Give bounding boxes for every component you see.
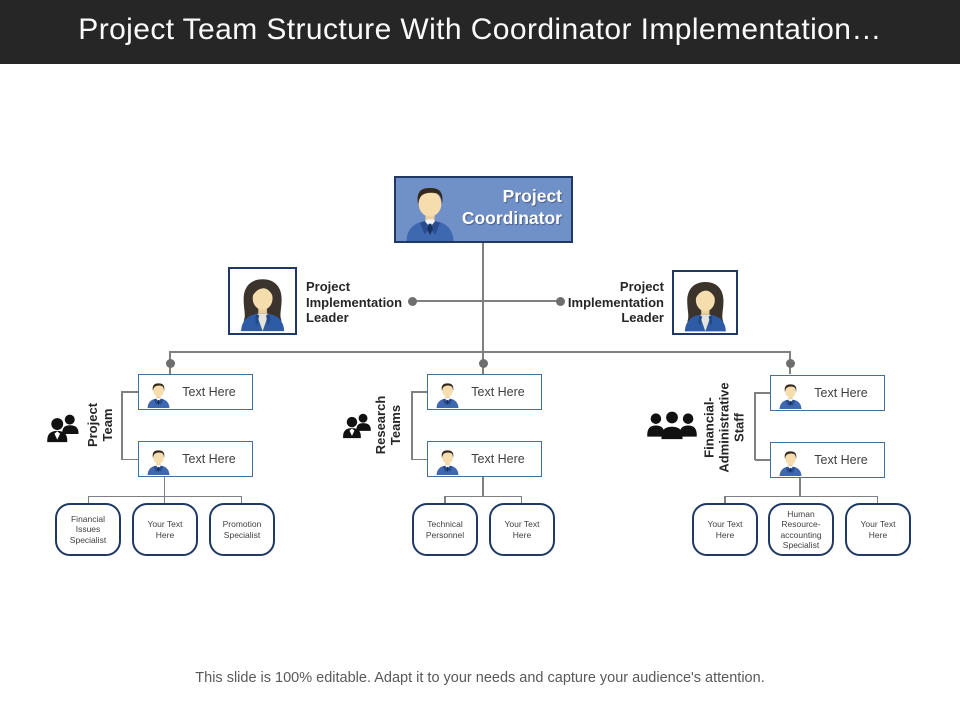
member-label: Text Here [814,453,868,467]
group-label-project-team: Project Team [85,402,115,448]
child-box: Human Resource-accounting Specialist [768,503,834,556]
member-box: Text Here [770,375,885,411]
connector-dot [785,358,795,368]
two-people-icon [342,411,373,442]
header-bar: Project Team Structure With Coordinator … [0,0,960,64]
child-box: Your Text Here [692,503,758,556]
member-label: Text Here [471,385,525,399]
two-people-icon [46,411,81,447]
connector-dot [555,296,565,306]
child-box: Technical Personnel [412,503,478,556]
coordinator-box: Project Coordinator [394,176,573,243]
connector-line [122,391,139,393]
connector-line [412,458,428,460]
member-box: Text Here [138,374,253,410]
female-avatar-icon [235,274,290,333]
connector-line [87,496,89,504]
member-label: Text Here [814,386,868,400]
member-box: Text Here [770,442,885,478]
leader-label-right: Project Implementation Leader [567,279,664,325]
footer-note: This slide is 100% editable. Adapt it to… [195,670,765,686]
connector-line [876,496,879,504]
member-label: Text Here [182,452,236,466]
male-avatar-icon [145,448,172,475]
male-avatar-icon [434,381,461,408]
male-avatar-icon [777,382,804,409]
connector-line [121,391,123,460]
connector-line [724,495,878,497]
connector-line [163,496,165,504]
connector-line [411,391,413,460]
member-box: Text Here [427,441,542,477]
child-box: Your Text Here [845,503,911,556]
connector-dot [478,358,488,368]
male-avatar-icon [401,183,459,241]
leader-label-left: Project Implementation Leader [306,279,403,325]
child-box: Your Text Here [132,503,198,556]
connector-line [755,459,771,461]
male-avatar-icon [434,448,461,475]
male-avatar-icon [777,449,804,476]
group-label-research-teams: Research Teams [373,395,403,455]
connector-line [163,477,165,497]
member-label: Text Here [182,385,236,399]
connector-dot [407,296,417,306]
leader-photo-right [672,270,738,335]
leader-photo-left [228,267,297,335]
connector-line [520,496,523,504]
connector-line [482,477,484,497]
connector-line [122,458,139,460]
connector-line [412,391,428,393]
connector-line [169,351,791,353]
three-people-icon [646,409,698,442]
member-box: Text Here [427,374,542,410]
connector-dot [165,358,175,368]
connector-line [724,496,726,504]
connector-line [799,477,801,497]
child-box: Your Text Here [489,503,555,556]
child-box: Financial Issues Specialist [55,503,121,556]
male-avatar-icon [145,381,172,408]
female-avatar-icon [679,277,732,333]
member-label: Text Here [471,452,525,466]
group-label-financial-admin-staff: Financial-Administrative Staff [701,381,747,473]
connector-line [444,495,522,497]
member-box: Text Here [138,441,253,477]
connector-line [754,392,756,460]
slide-title: Project Team Structure With Coordinator … [78,13,882,46]
connector-line [482,243,484,374]
connector-line [755,392,771,394]
child-box: Promotion Specialist [209,503,275,556]
coordinator-label: Project Coordinator [461,186,562,228]
connector-line [412,300,560,302]
connector-line [444,496,446,504]
connector-line [240,496,242,504]
